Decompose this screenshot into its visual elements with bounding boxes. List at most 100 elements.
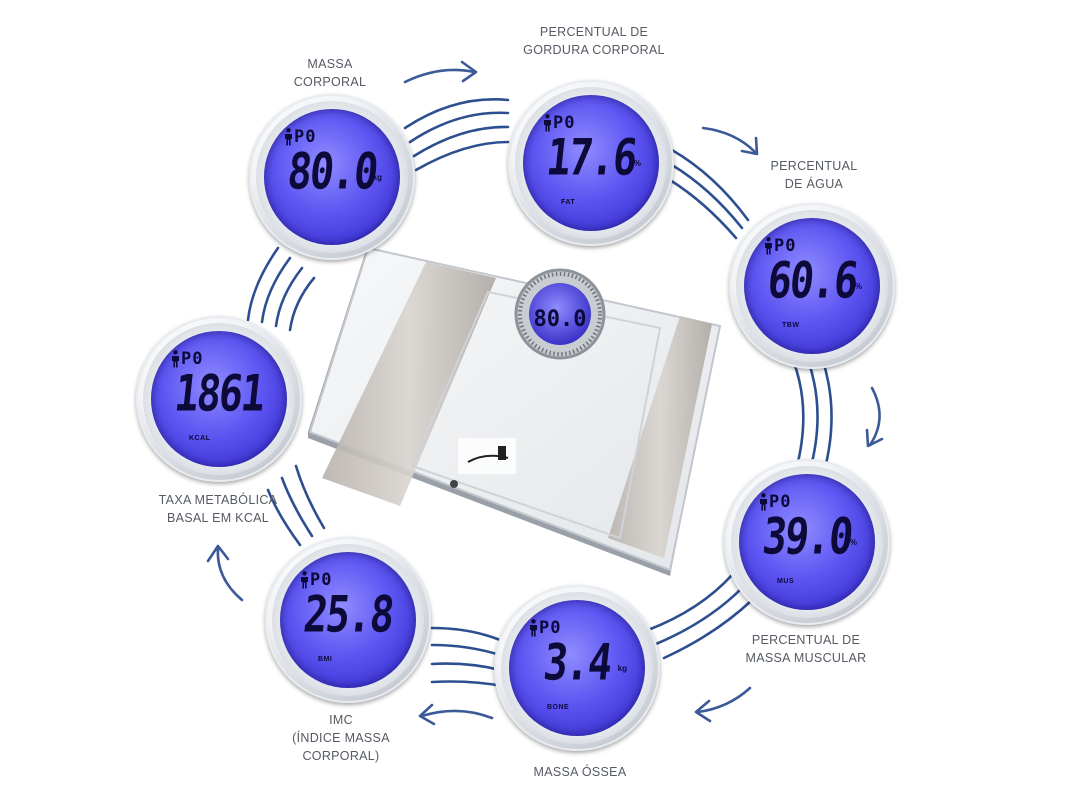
label-line: TAXA METABÓLICA <box>158 493 278 507</box>
label-agua: PERCENTUAL DE ÁGUA <box>770 157 857 193</box>
label-gordura: PERCENTUAL DE GORDURA CORPORAL <box>523 23 665 59</box>
arc-line <box>408 111 510 144</box>
user-indicator: P0 <box>310 570 333 590</box>
arc-line <box>806 358 819 472</box>
arc-line <box>820 356 833 474</box>
arc-line <box>430 662 502 672</box>
label-line: PERCENTUAL DE <box>539 25 649 39</box>
person-icon <box>285 128 292 146</box>
arc-line <box>430 643 502 657</box>
person-icon <box>530 619 537 637</box>
lcd-unit: kg <box>372 173 382 182</box>
arc-line <box>260 256 292 324</box>
label-line: MASSA MUSCULAR <box>745 651 867 665</box>
arc-line <box>791 358 805 472</box>
lcd-unit: % <box>849 538 857 547</box>
arc-line <box>654 586 744 646</box>
curved-arrow-icon <box>403 60 478 84</box>
label-line: BASAL EM KCAL <box>166 511 270 525</box>
lcd-tag: TBW <box>782 322 800 329</box>
user-indicator: P0 <box>181 349 204 369</box>
user-indicator: P0 <box>294 127 317 147</box>
arc-line <box>430 680 504 688</box>
lcd-tag: BONE <box>547 704 570 711</box>
person-icon <box>172 350 179 368</box>
arc-line <box>294 464 326 530</box>
person-icon <box>544 114 551 132</box>
label-line: (ÍNDICE MASSA <box>292 731 390 745</box>
lcd-value: 1861 <box>171 365 267 423</box>
arc-line <box>274 266 304 328</box>
lcd-tag: MUS <box>777 578 795 585</box>
person-icon <box>760 493 767 511</box>
arc-line <box>414 140 510 172</box>
curved-arrow-icon <box>865 386 884 448</box>
person-icon <box>765 237 772 255</box>
arc-line <box>280 476 314 538</box>
label-line: GORDURA CORPORAL <box>523 43 665 57</box>
label-line: DE ÁGUA <box>784 177 844 191</box>
lcd-value: 17.6 <box>543 129 639 187</box>
user-indicator: P0 <box>539 618 562 638</box>
label-ossea: MASSA ÓSSEA <box>534 763 627 781</box>
label-line: MASSA <box>307 57 353 71</box>
user-indicator: P0 <box>774 236 797 256</box>
label-line: CORPORAL <box>293 75 367 89</box>
lcd-tag: BMI <box>318 656 333 663</box>
lcd-value: 60.6 <box>764 252 860 310</box>
lcd-tag: KCAL <box>189 435 211 442</box>
label-muscular: PERCENTUAL DE MASSA MUSCULAR <box>746 631 867 667</box>
lcd-unit: % <box>633 159 641 168</box>
arc-line <box>403 98 510 130</box>
arc-line <box>412 125 510 158</box>
lcd-value: 80.0 <box>284 143 380 201</box>
label-metabolica: TAXA METABÓLICA BASAL EM KCAL <box>159 491 278 527</box>
bathroom-scale: 80.0 <box>308 248 722 576</box>
scale-display-value: 80.0 <box>534 307 587 332</box>
arc-line <box>430 626 502 642</box>
lcd-unit: % <box>854 282 862 291</box>
lcd-value: 3.4 <box>540 634 614 692</box>
curved-arrow-icon <box>701 126 759 156</box>
curved-arrow-icon <box>418 703 494 726</box>
label-line: IMC <box>329 713 353 727</box>
arc-line <box>288 276 316 332</box>
arc-line <box>668 178 738 240</box>
user-indicator: P0 <box>769 492 792 512</box>
lcd-tag: FAT <box>561 199 576 206</box>
arc-line <box>246 246 280 322</box>
arc-line <box>266 488 302 547</box>
lcd-value: 39.0 <box>759 508 855 566</box>
label-massa-corporal: MASSA CORPORAL <box>294 55 367 91</box>
lcd-value: 25.8 <box>300 586 396 644</box>
arc-line <box>670 148 750 222</box>
person-icon <box>301 571 308 589</box>
arc-line <box>662 598 754 660</box>
label-line: PERCENTUAL DE <box>751 633 861 647</box>
arc-line <box>646 573 734 632</box>
lcd-unit: kg <box>617 664 627 673</box>
arc-line <box>670 163 744 230</box>
curved-arrow-icon <box>206 544 244 602</box>
user-indicator: P0 <box>553 113 576 133</box>
label-line: MASSA ÓSSEA <box>533 765 627 779</box>
label-line: PERCENTUAL <box>770 159 858 173</box>
curved-arrow-icon <box>694 686 752 723</box>
